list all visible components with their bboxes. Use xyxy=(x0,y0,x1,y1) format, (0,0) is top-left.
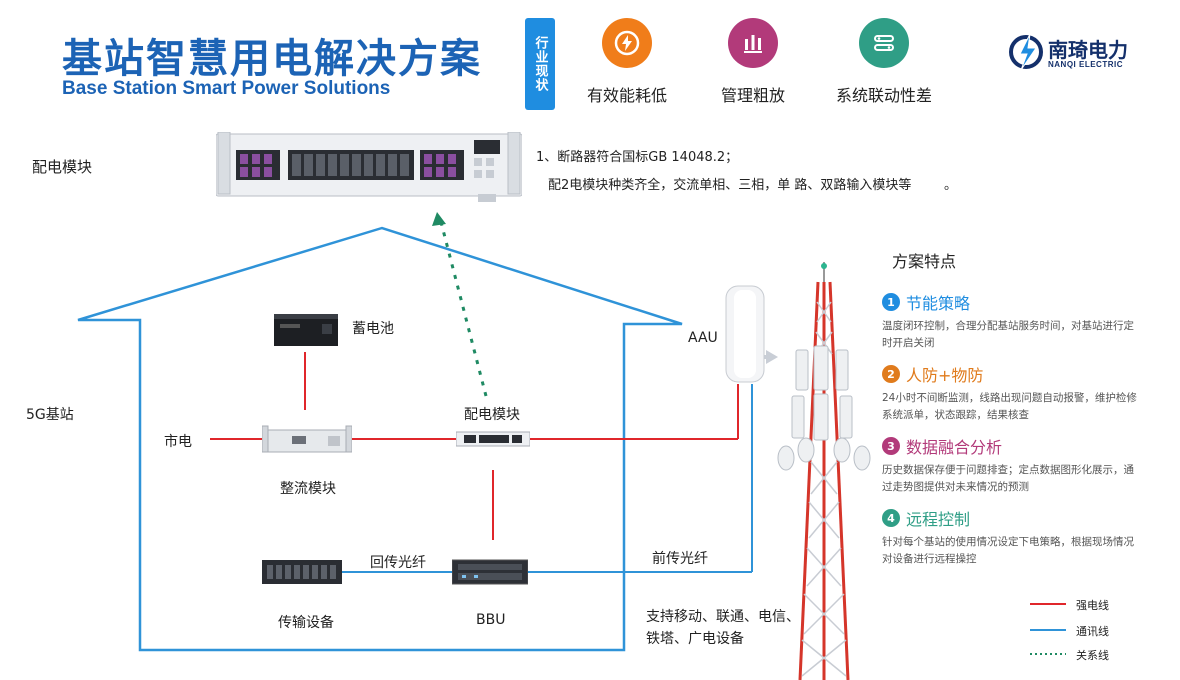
features-title: 方案特点 xyxy=(892,252,957,271)
transmission-label: 传输设备 xyxy=(278,615,334,631)
link-icon xyxy=(859,18,909,68)
feature-number: 4 xyxy=(882,509,900,527)
industry-status-tag: 行业现状 xyxy=(525,18,555,110)
feature-item-2: 2 人防+物防 24小时不间断监测，线路出现问题自动报警，维护检修系统派单，状态… xyxy=(882,362,1144,424)
page-subtitle: Base Station Smart Power Solutions xyxy=(62,78,391,99)
bar-chart-icon xyxy=(728,18,778,68)
bbu-label: BBU xyxy=(476,612,506,628)
station-label: 5G基站 xyxy=(26,407,74,423)
feature-number: 3 xyxy=(882,437,900,455)
rectifier-device xyxy=(261,424,353,460)
module-note-2: 配2电模块种类齐全，交流单相、三相，单 路、双路输入模块等 xyxy=(548,178,912,193)
feature-title: 人防+物防 xyxy=(906,366,984,385)
feature-number: 2 xyxy=(882,365,900,383)
carriers-line-1: 支持移动、联通、电信、 xyxy=(646,609,800,625)
module-note-3: 。 xyxy=(944,178,958,193)
status-label: 管理粗放 xyxy=(720,86,785,105)
station-house-outline xyxy=(77,226,683,652)
logo-name: 南琦电力 xyxy=(1048,38,1128,62)
battery-label: 蓄电池 xyxy=(352,321,394,337)
feature-item-3: 3 数据融合分析 历史数据保存便于问题排查；定点数据图形化展示，通过走势图提供对… xyxy=(882,434,1144,496)
legend-power-label: 强电线 xyxy=(1076,599,1109,612)
relation-line xyxy=(439,221,488,397)
feature-title: 节能策略 xyxy=(906,294,971,313)
module-note-1: 1、断路器符合国标GB 14048.2； xyxy=(536,150,739,165)
aau-device xyxy=(722,284,768,388)
battery-device xyxy=(272,310,340,354)
page-title: 基站智慧用电解决方案 xyxy=(62,36,482,82)
pdu-module-large xyxy=(215,131,523,208)
bbu-device xyxy=(451,556,529,592)
feature-desc: 针对每个基站的使用情况设定下电策略，根据现场情况对设备进行远程操控 xyxy=(882,536,1134,565)
aau-arrow xyxy=(766,350,778,364)
feature-number: 1 xyxy=(882,293,900,311)
feature-item-1: 1 节能策略 温度闭环控制，合理分配基站服务时间，对基站进行定时开启关闭 xyxy=(882,290,1144,352)
status-label: 系统联动性差 xyxy=(835,86,932,105)
carriers-line-2: 铁塔、广电设备 xyxy=(646,631,744,647)
feature-desc: 历史数据保存便于问题排查；定点数据图形化展示，通过走势图提供对未来情况的预测 xyxy=(882,464,1134,493)
legend-relation-label: 关系线 xyxy=(1076,649,1109,662)
backhaul-label: 回传光纤 xyxy=(370,555,426,571)
status-label: 有效能耗低 xyxy=(586,86,667,105)
logo-name-en: NANQI ELECTRIC xyxy=(1048,60,1123,69)
nanqi-logo-icon xyxy=(1006,32,1046,76)
mains-label: 市电 xyxy=(164,434,192,450)
rectifier-label: 整流模块 xyxy=(280,481,336,497)
feature-item-4: 4 远程控制 针对每个基站的使用情况设定下电策略，根据现场情况对设备进行远程操控 xyxy=(882,506,1144,568)
feature-desc: 24小时不间断监测，线路出现问题自动报警，维护检修系统派单，状态跟踪，结果核查 xyxy=(882,392,1137,421)
relation-arrow xyxy=(432,212,446,226)
transmission-device xyxy=(262,556,342,592)
aau-label: AAU xyxy=(688,330,718,346)
feature-title: 远程控制 xyxy=(906,510,971,529)
pdu-device xyxy=(455,430,531,452)
status-item-management: 管理粗放 xyxy=(698,18,808,106)
pdu-label: 配电模块 xyxy=(464,407,520,423)
legend-comm-label: 通讯线 xyxy=(1076,625,1109,638)
status-item-linkage: 系统联动性差 xyxy=(822,18,946,106)
module-section-label: 配电模块 xyxy=(32,158,93,176)
cell-tower-image xyxy=(776,262,872,680)
status-item-energy: 有效能耗低 xyxy=(572,18,682,106)
bolt-icon xyxy=(602,18,652,68)
feature-title: 数据融合分析 xyxy=(906,438,1003,457)
feature-desc: 温度闭环控制，合理分配基站服务时间，对基站进行定时开启关闭 xyxy=(882,320,1134,349)
fronthaul-label: 前传光纤 xyxy=(652,551,708,567)
